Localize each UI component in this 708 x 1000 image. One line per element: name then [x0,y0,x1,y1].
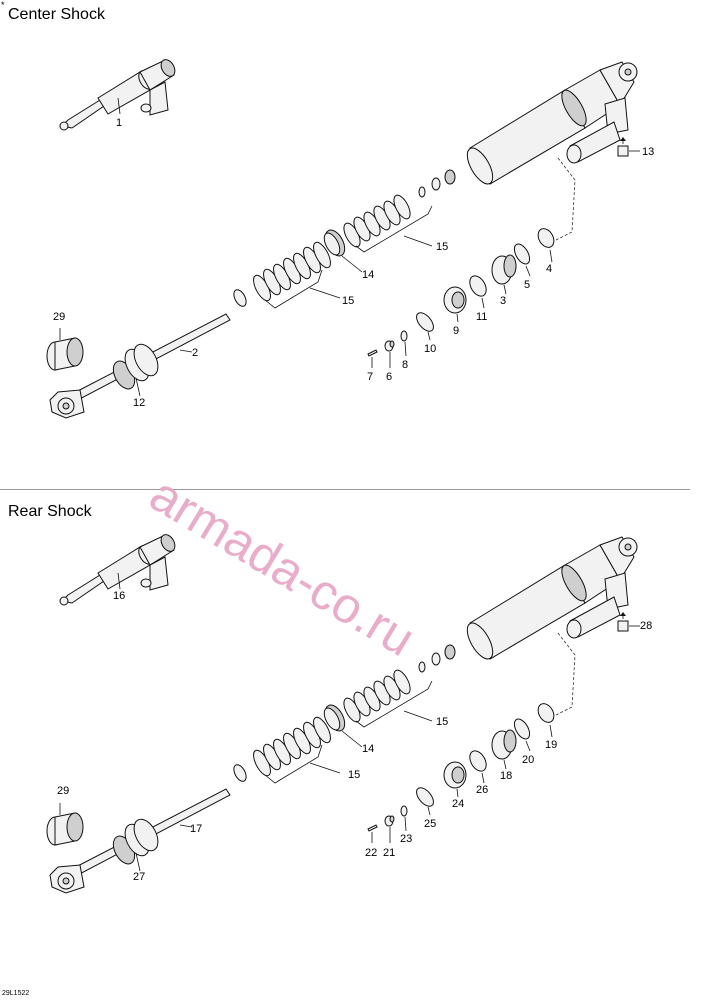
callout-center-8: 8 [402,359,408,371]
callout-rear-16: 16 [113,590,125,602]
callout-rear-22: 22 [365,847,377,859]
callout-rear-26: 26 [476,784,488,796]
center-shock-assembly [46,56,641,419]
callout-center-6: 6 [386,371,392,383]
callout-center-14: 14 [362,269,374,281]
rear-shock-callouts: 16 28 15 14 19 20 18 15 29 26 24 25 17 2… [57,590,652,883]
callout-center-1: 1 [116,117,122,129]
callout-center-9: 9 [453,325,459,337]
callout-rear-17: 17 [190,823,202,835]
callout-center-10: 10 [424,343,436,355]
callout-rear-24: 24 [452,798,464,810]
callout-rear-23: 23 [400,833,412,845]
callout-center-7: 7 [367,371,373,383]
center-shock-title: Center Shock [8,6,105,23]
callout-center-4: 4 [546,263,552,275]
callout-rear-27: 27 [133,871,145,883]
callout-center-2: 2 [192,347,198,359]
callout-center-15b: 15 [342,295,354,307]
center-shock-callouts: 1 13 15 14 4 5 3 15 29 11 9 10 2 8 7 6 1… [53,117,654,409]
callout-rear-15a: 15 [436,716,448,728]
callout-rear-19: 19 [545,739,557,751]
rear-shock-title: Rear Shock [8,503,92,520]
callout-rear-25: 25 [424,818,436,830]
section-divider [0,489,690,490]
callout-rear-15b: 15 [348,769,360,781]
callout-center-12: 12 [133,397,145,409]
corner-mark: * [1,0,5,10]
callout-rear-14: 14 [362,743,374,755]
callout-center-11: 11 [476,311,487,323]
callout-center-3: 3 [500,295,506,307]
callout-center-15a: 15 [436,241,448,253]
callout-rear-20: 20 [522,754,534,766]
footer-code: 29L1522 [2,990,30,997]
callout-rear-18: 18 [500,770,512,782]
callout-rear-21: 21 [383,847,395,859]
callout-rear-29: 29 [57,785,69,797]
callout-center-13: 13 [642,146,654,158]
callout-center-29: 29 [53,311,65,323]
callout-rear-28: 28 [640,620,652,632]
callout-center-5: 5 [524,279,530,291]
